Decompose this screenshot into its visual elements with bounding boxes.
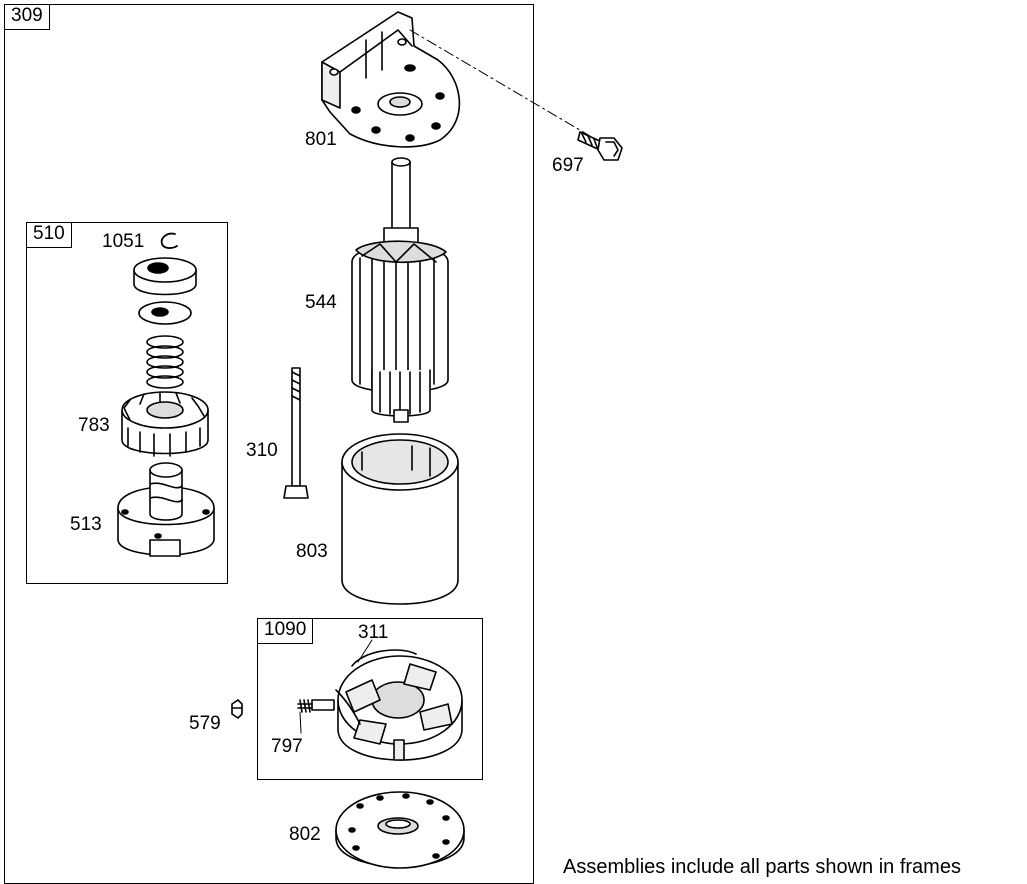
- frame-309-tag: 309: [4, 4, 50, 30]
- bracket-icon: [321, 11, 461, 148]
- thrust-washer-icon: [138, 301, 192, 325]
- frame-housing-icon: [341, 433, 459, 605]
- frame-510-tag: 510: [26, 222, 72, 248]
- part-label-697: 697: [552, 155, 584, 176]
- spring-icon: [146, 335, 184, 389]
- part-label-797: 797: [271, 736, 303, 757]
- part-label-1051: 1051: [102, 231, 145, 252]
- terminal-nut-icon: [231, 699, 243, 719]
- assemblies-note: Assemblies include all parts shown in fr…: [563, 856, 961, 878]
- retaining-ring-icon: [160, 232, 178, 249]
- brush-assembly-icon: [297, 649, 463, 761]
- part-label-310: 310: [246, 440, 278, 461]
- part-label-513: 513: [70, 514, 102, 535]
- drive-housing-icon: [117, 462, 215, 557]
- frame-1090-tag: 1090: [257, 618, 314, 644]
- part-label-311: 311: [358, 622, 389, 643]
- end-cap-icon: [335, 791, 465, 869]
- part-label-783: 783: [78, 415, 110, 436]
- through-bolt-icon: [283, 367, 309, 499]
- frame-510: 510: [26, 222, 228, 584]
- part-label-579: 579: [189, 713, 221, 734]
- part-label-802: 802: [289, 824, 321, 845]
- pinion-gear-icon: [121, 391, 209, 457]
- part-label-803: 803: [296, 541, 328, 562]
- bolt-icon: [577, 131, 623, 161]
- part-label-801: 801: [305, 129, 337, 150]
- stop-gear-icon: [133, 257, 197, 296]
- part-label-544: 544: [305, 292, 337, 313]
- armature-icon: [351, 157, 449, 423]
- frame-1090: 1090: [257, 618, 483, 780]
